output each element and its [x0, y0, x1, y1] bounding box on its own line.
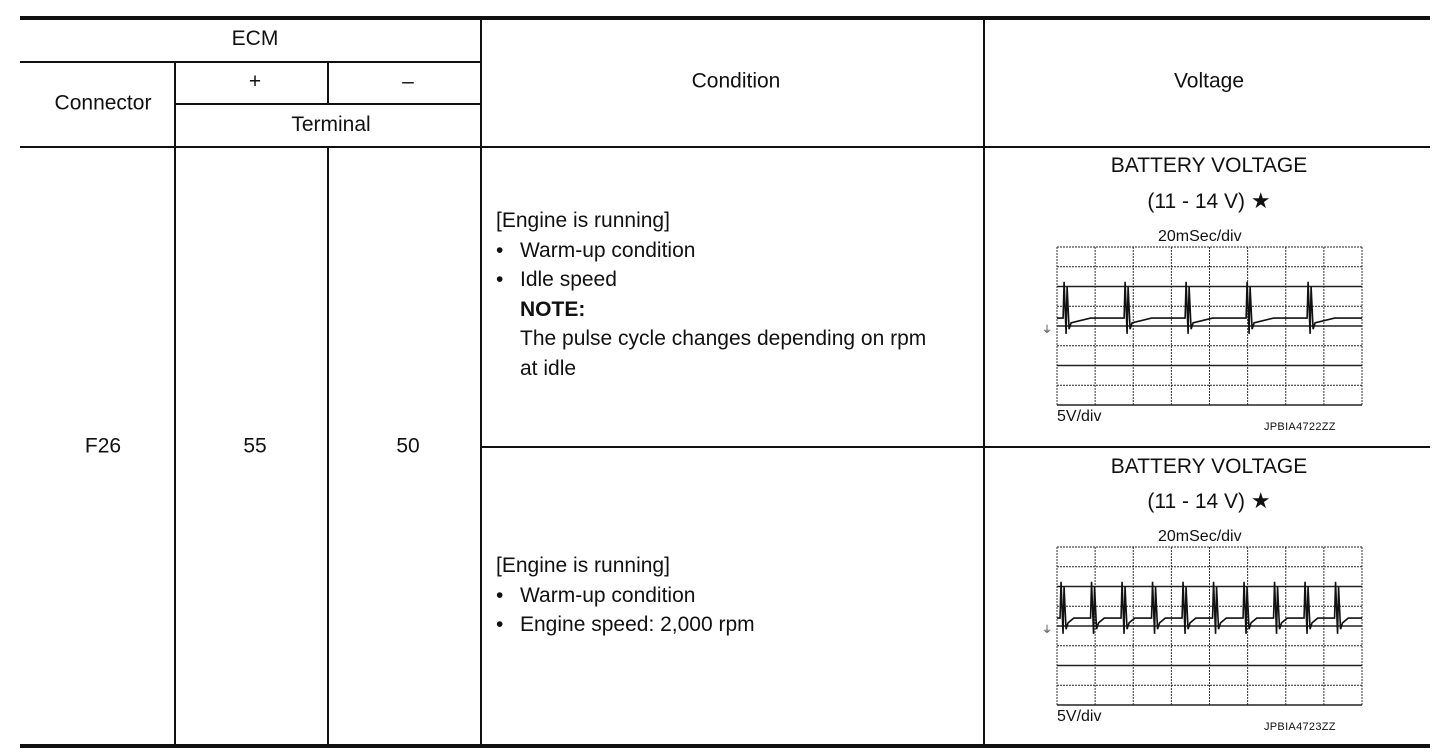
col-divider-connector [174, 61, 176, 746]
col-divider-plus-body [327, 146, 329, 746]
cell-terminal-plus: 55 [243, 434, 267, 458]
condition-block-2: [Engine is running] •Warm-up condition •… [496, 551, 755, 640]
volt-div-label: 5V/div [1057, 408, 1102, 425]
condition-bullet: •Warm-up condition [496, 583, 696, 607]
condition-heading: [Engine is running] [496, 209, 670, 232]
star-icon: ★ [1250, 188, 1271, 213]
row-divider [481, 446, 1430, 448]
figure-code: JPBIA4722ZZ [1264, 421, 1336, 433]
header-plus: + [248, 70, 262, 93]
cell-terminal-minus: 50 [396, 434, 420, 458]
voltage-range: (11 - 14 V) ★ [1147, 188, 1271, 213]
col-divider-condition [983, 18, 985, 746]
figure-code: JPBIA4723ZZ [1264, 721, 1336, 733]
terminal-divider [175, 103, 481, 105]
waveform-trace [1057, 281, 1362, 334]
header-ecm: ECM [231, 27, 279, 50]
time-div-label: 20mSec/div [1158, 528, 1242, 545]
voltage-title: BATTERY VOLTAGE [1110, 455, 1308, 478]
note-text: at idle [520, 356, 577, 380]
ecm-divider [20, 61, 481, 63]
oscilloscope-grid: ⏚ [1042, 246, 1363, 406]
note-text: The pulse cycle changes depending on rpm [520, 327, 927, 350]
table-top-border [20, 16, 1430, 20]
ground-marker-icon: ⏚ [1042, 324, 1052, 336]
condition-bullet: •Warm-up condition [496, 238, 696, 262]
table-bottom-border [20, 744, 1430, 748]
header-minus: – [402, 70, 414, 93]
star-icon: ★ [1250, 488, 1271, 513]
header-connector: Connector [54, 91, 152, 115]
condition-block-1: [Engine is running] •Warm-up condition •… [496, 206, 926, 383]
voltage-title: BATTERY VOLTAGE [1110, 154, 1308, 177]
ground-marker-icon: ⏚ [1042, 624, 1052, 636]
header-condition: Condition [691, 69, 781, 93]
condition-bullet: •Idle speed [496, 268, 617, 291]
volt-div-label: 5V/div [1057, 708, 1102, 725]
col-divider-ecm [480, 18, 482, 746]
condition-heading: [Engine is running] [496, 554, 670, 577]
voltage-range: (11 - 14 V) ★ [1147, 488, 1271, 513]
cell-connector: F26 [84, 434, 122, 458]
header-terminal: Terminal [291, 113, 371, 136]
col-divider-plus [327, 61, 329, 104]
oscilloscope-2: 20mSec/div ⏚ 5V/div JPBIA4723ZZ [1040, 528, 1370, 738]
header-voltage: Voltage [1173, 69, 1245, 93]
oscilloscope-grid: ⏚ [1042, 546, 1363, 706]
condition-bullet: •Engine speed: 2,000 rpm [496, 613, 755, 636]
waveform-trace [1057, 581, 1362, 634]
note-label: NOTE: [520, 297, 586, 321]
oscilloscope-1: 20mSec/div ⏚ 5V/div JPBIA4722ZZ [1040, 228, 1370, 438]
time-div-label: 20mSec/div [1158, 228, 1242, 245]
header-bottom-border [20, 146, 1430, 148]
